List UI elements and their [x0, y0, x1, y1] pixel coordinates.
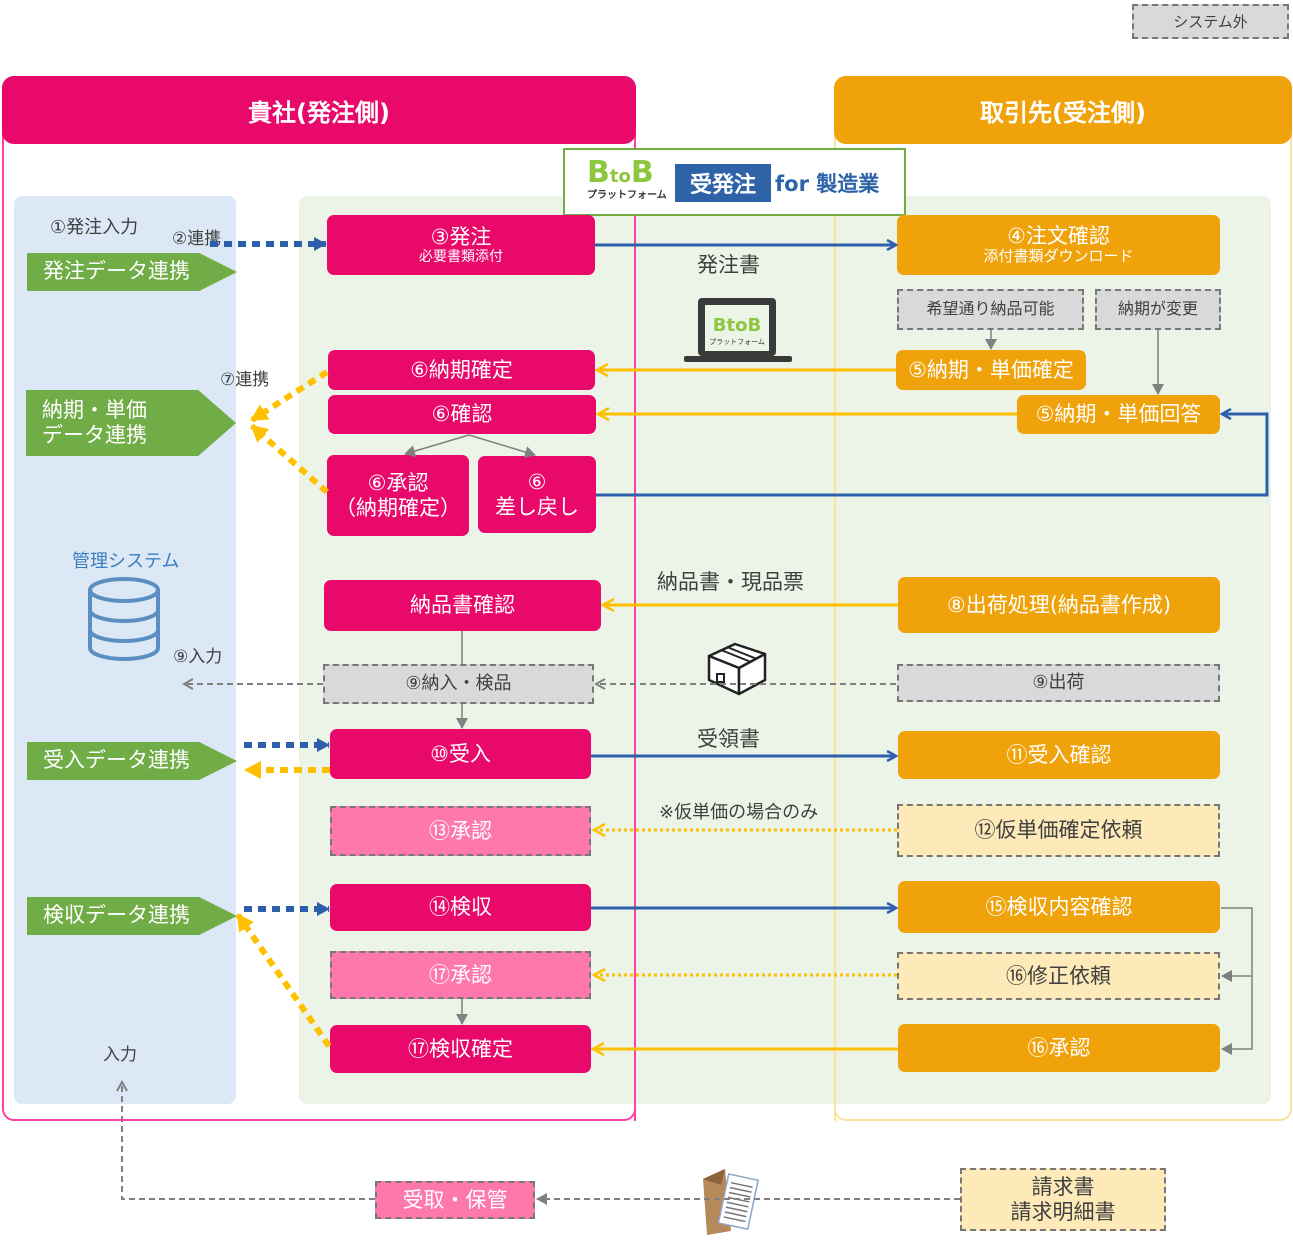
supplier-lane-header: 取引先(受注側) — [834, 76, 1292, 144]
step-delivery-answer[interactable]: ⑤納期・単価回答 — [1017, 395, 1220, 434]
option-date-changed: 納期が変更 — [1095, 289, 1221, 330]
package-icon — [707, 642, 767, 696]
step-inspection[interactable]: ⑭検収 — [330, 884, 591, 931]
order-input-label: ①発注入力 — [50, 217, 139, 238]
platform-logo: BtoB プラットフォーム 受発注 for 製造業 — [563, 148, 906, 216]
receipt-label: 受領書 — [697, 727, 760, 751]
step-invoice[interactable]: 請求書 請求明細書 — [960, 1168, 1166, 1231]
step-approve13[interactable]: ⑬承認 — [330, 806, 591, 856]
buyer-lane-divider — [634, 144, 636, 1121]
step-inspection-confirm[interactable]: ⑰検収確定 — [330, 1025, 591, 1073]
btob-logo-mark: BtoB — [587, 155, 654, 190]
step-delivery-note-check[interactable]: 納品書確認 — [324, 580, 601, 631]
step-confirm[interactable]: ⑥確認 — [328, 395, 596, 434]
step-delivery-inspect[interactable]: ⑨納入・検品 — [323, 664, 594, 704]
step-order-check[interactable]: ④注文確認 添付書類ダウンロード — [897, 215, 1220, 275]
input-label: 入力 — [103, 1045, 137, 1065]
link2-label: ②連携 — [172, 229, 222, 249]
step-approve17[interactable]: ⑰承認 — [330, 951, 591, 999]
receive-data-link: 受入データ連携 — [27, 742, 237, 780]
legend-system-outside: システム外 — [1132, 4, 1289, 39]
laptop-platform-icon: BtoB プラットフォーム — [684, 298, 792, 362]
buyer-lane-header: 貴社(発注側) — [2, 76, 636, 144]
management-system-label: 管理システム — [72, 551, 180, 572]
step-ship[interactable]: ⑨出荷 — [897, 664, 1220, 702]
step-temp-price-request[interactable]: ⑫仮単価確定依頼 — [897, 804, 1220, 857]
inspection-data-link: 検収データ連携 — [27, 897, 237, 935]
product-badge: 受発注 — [675, 164, 771, 202]
step-fix-request[interactable]: ⑯修正依頼 — [897, 952, 1220, 1000]
step-order[interactable]: ③発注 必要書類添付 — [327, 215, 595, 275]
product-suffix: for 製造業 — [775, 172, 880, 196]
btob-logo-sub: プラットフォーム — [587, 190, 667, 201]
temp-price-note: ※仮単価の場合のみ — [659, 802, 819, 823]
step-approve[interactable]: ⑥承認 （納期確定） — [327, 455, 469, 536]
order-data-link: 発注データ連携 — [27, 253, 237, 291]
delivery-price-data-link: 納期・単価 データ連携 — [26, 390, 236, 456]
invoice-envelope-icon — [703, 1169, 760, 1235]
step-inspection-check[interactable]: ⑮検収内容確認 — [898, 881, 1220, 933]
step-shipping-process[interactable]: ⑧出荷処理(納品書作成) — [898, 577, 1220, 633]
supplier-lane-divider — [834, 144, 836, 1121]
option-as-requested: 希望通り納品可能 — [897, 289, 1084, 330]
step-sendback[interactable]: ⑥ 差し戻し — [478, 456, 596, 533]
step-delivery-fixed[interactable]: ⑤納期・単価確定 — [896, 350, 1086, 390]
step-receive[interactable]: ⑩受入 — [330, 729, 591, 779]
database-icon — [88, 577, 160, 661]
step-receive-store[interactable]: 受取・保管 — [375, 1181, 535, 1219]
link7-label: ⑦連携 — [220, 370, 270, 390]
svg-text:プラットフォーム: プラットフォーム — [709, 338, 765, 346]
step-receive-check[interactable]: ⑪受入確認 — [898, 731, 1220, 779]
step-delivery-confirm[interactable]: ⑥納期確定 — [328, 350, 595, 390]
delivery-note-label: 納品書・現品票 — [657, 570, 804, 594]
step-approve16[interactable]: ⑯承認 — [898, 1024, 1220, 1072]
purchase-order-label: 発注書 — [697, 253, 760, 277]
management-system-area — [14, 196, 236, 1104]
input9-label: ⑨入力 — [173, 647, 223, 667]
svg-text:BtoB: BtoB — [713, 315, 761, 336]
